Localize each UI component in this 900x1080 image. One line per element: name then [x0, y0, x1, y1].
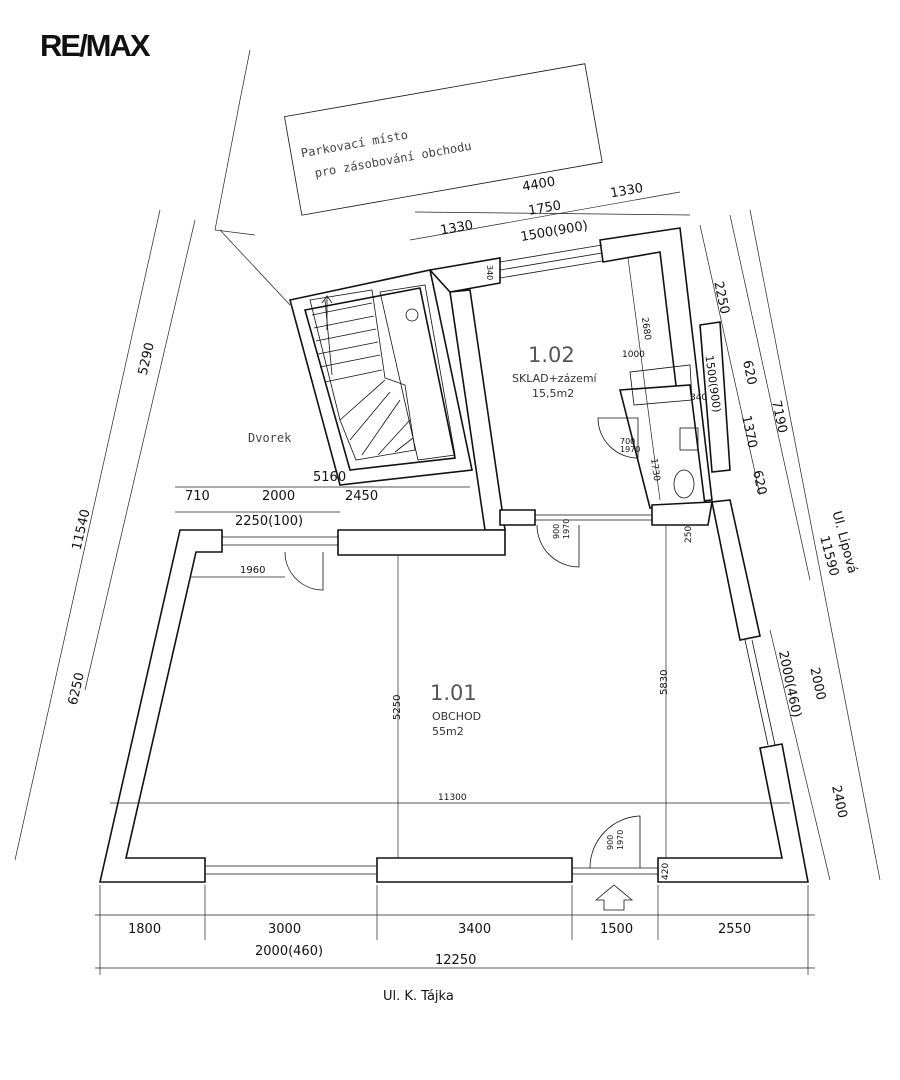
parking-area: Parkovací místo pro zásobování obchodu — [284, 63, 603, 216]
dim-bottom-sub: 2000(460) — [255, 944, 323, 959]
dim-right-e: 2000 — [806, 666, 828, 701]
dim-bottom-5: 2550 — [718, 922, 751, 937]
door-swing-storage — [536, 524, 580, 568]
dim-2450: 2450 — [345, 489, 378, 504]
dim-11300: 11300 — [438, 793, 467, 803]
courtyard-label: Dvorek — [248, 431, 292, 445]
room-name-1-01: OBCHOD — [432, 710, 481, 723]
dim-right-total: 7190 — [768, 399, 790, 434]
door-swing-courtyard — [284, 551, 324, 591]
dim-top-left: 1330 — [439, 218, 474, 239]
exterior-dimension-lines — [14, 191, 881, 975]
dim-bottom-3: 3400 — [458, 922, 491, 937]
dim-right-c: 1370 — [738, 414, 760, 449]
dim-1730: 1730 — [648, 458, 661, 482]
room-1-02-walls — [428, 227, 731, 531]
dim-340: 340 — [690, 393, 707, 403]
door-swing-entrance — [589, 815, 641, 869]
site-boundary — [219, 229, 291, 306]
dim-bottom-total: 12250 — [435, 953, 476, 968]
dim-5830: 5830 — [659, 670, 670, 695]
dim-1960: 1960 — [240, 565, 265, 576]
dim-top-right: 1330 — [609, 181, 644, 202]
dim-420: 420 — [661, 863, 671, 880]
site-boundary — [214, 49, 256, 236]
dim-250: 250 — [684, 526, 694, 543]
toilet — [673, 469, 695, 499]
door-width: 900 — [552, 524, 561, 539]
dim-left-upper: 5290 — [136, 341, 158, 377]
dim-right-d: 620 — [749, 469, 769, 496]
dim-340-window: 340 — [485, 265, 494, 280]
door-swing-wc — [597, 417, 639, 459]
kitchen-sink — [629, 364, 693, 406]
dim-top-window: 1500(900) — [519, 218, 589, 245]
dim-left-total: 11540 — [70, 508, 94, 552]
staircase — [289, 269, 473, 486]
dim-top-total: 4400 — [521, 174, 556, 195]
entrance-arrow-icon — [594, 884, 634, 911]
dim-710: 710 — [185, 489, 210, 504]
dim-top-mid: 1750 — [527, 198, 562, 219]
dim-bottom-2: 3000 — [268, 922, 301, 937]
dim-window-inner: 2250(100) — [235, 514, 303, 529]
room-number-1-02: 1.02 — [528, 343, 575, 367]
room-1-01-walls — [98, 499, 809, 911]
dim-1000: 1000 — [622, 350, 645, 360]
street-bottom: Ul. K. Tájka — [383, 989, 454, 1004]
dim-bottom-4: 1500 — [600, 922, 633, 937]
dim-2680: 2680 — [639, 317, 652, 341]
wc-door-height: 1970 — [620, 445, 640, 454]
room-area-1-02: 15,5m2 — [532, 387, 574, 400]
dim-2000: 2000 — [262, 489, 295, 504]
door-height: 1970 — [562, 519, 571, 539]
dim-5160: 5160 — [313, 470, 346, 485]
dim-right-b: 620 — [739, 359, 759, 386]
remax-logo: RE/MAX — [40, 28, 151, 63]
wc-door-width: 700 — [620, 437, 635, 446]
room-area-1-01: 55m2 — [432, 725, 464, 738]
stair-direction-arrow-icon — [321, 295, 333, 330]
room-name-1-02: SKLAD+zázemí — [512, 372, 598, 385]
dim-right-a: 2250 — [710, 280, 732, 315]
entrance-door-height: 1970 — [616, 830, 625, 850]
wash-basin — [679, 427, 699, 451]
dim-right-window: 2000(460) — [775, 649, 804, 719]
interior-dimension-lines — [110, 257, 790, 858]
room-number-1-01: 1.01 — [430, 681, 477, 705]
dim-5250: 5250 — [392, 695, 403, 720]
dim-left-lower: 6250 — [66, 671, 88, 707]
bathtub — [379, 284, 456, 461]
entrance-door-width: 900 — [606, 835, 615, 850]
dim-right-f: 2400 — [828, 784, 850, 819]
dim-bottom-1: 1800 — [128, 922, 161, 937]
